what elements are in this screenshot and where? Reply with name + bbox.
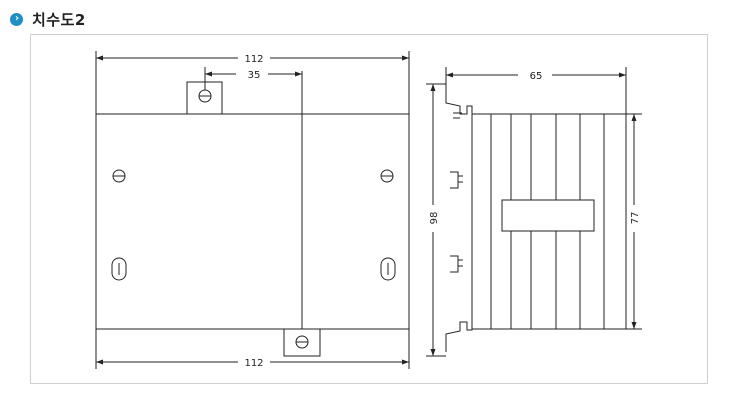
- din-rail-clip: [445, 84, 473, 352]
- side-view: [426, 67, 642, 357]
- upper-clip-latch: [450, 171, 463, 189]
- side-body-height-label: 77: [630, 212, 641, 225]
- front-body: [95, 113, 410, 330]
- front-bottom-width-label: 112: [244, 358, 263, 369]
- lower-clip-latch: [450, 255, 463, 273]
- front-offset-label: 35: [248, 70, 261, 81]
- right-slot-hole: [380, 257, 396, 281]
- chevron-right-icon: ›: [10, 12, 23, 26]
- side-width-label: 65: [530, 71, 543, 82]
- terminal-block: [501, 199, 595, 232]
- front-view: [95, 51, 410, 369]
- section-title: 치수도2: [32, 10, 86, 29]
- section-header: › 치수도2: [10, 8, 86, 30]
- heatsink-body: [471, 113, 627, 330]
- left-slot-hole: [111, 257, 127, 281]
- front-top-width-label: 112: [244, 54, 263, 65]
- side-total-height-label: 98: [429, 212, 440, 225]
